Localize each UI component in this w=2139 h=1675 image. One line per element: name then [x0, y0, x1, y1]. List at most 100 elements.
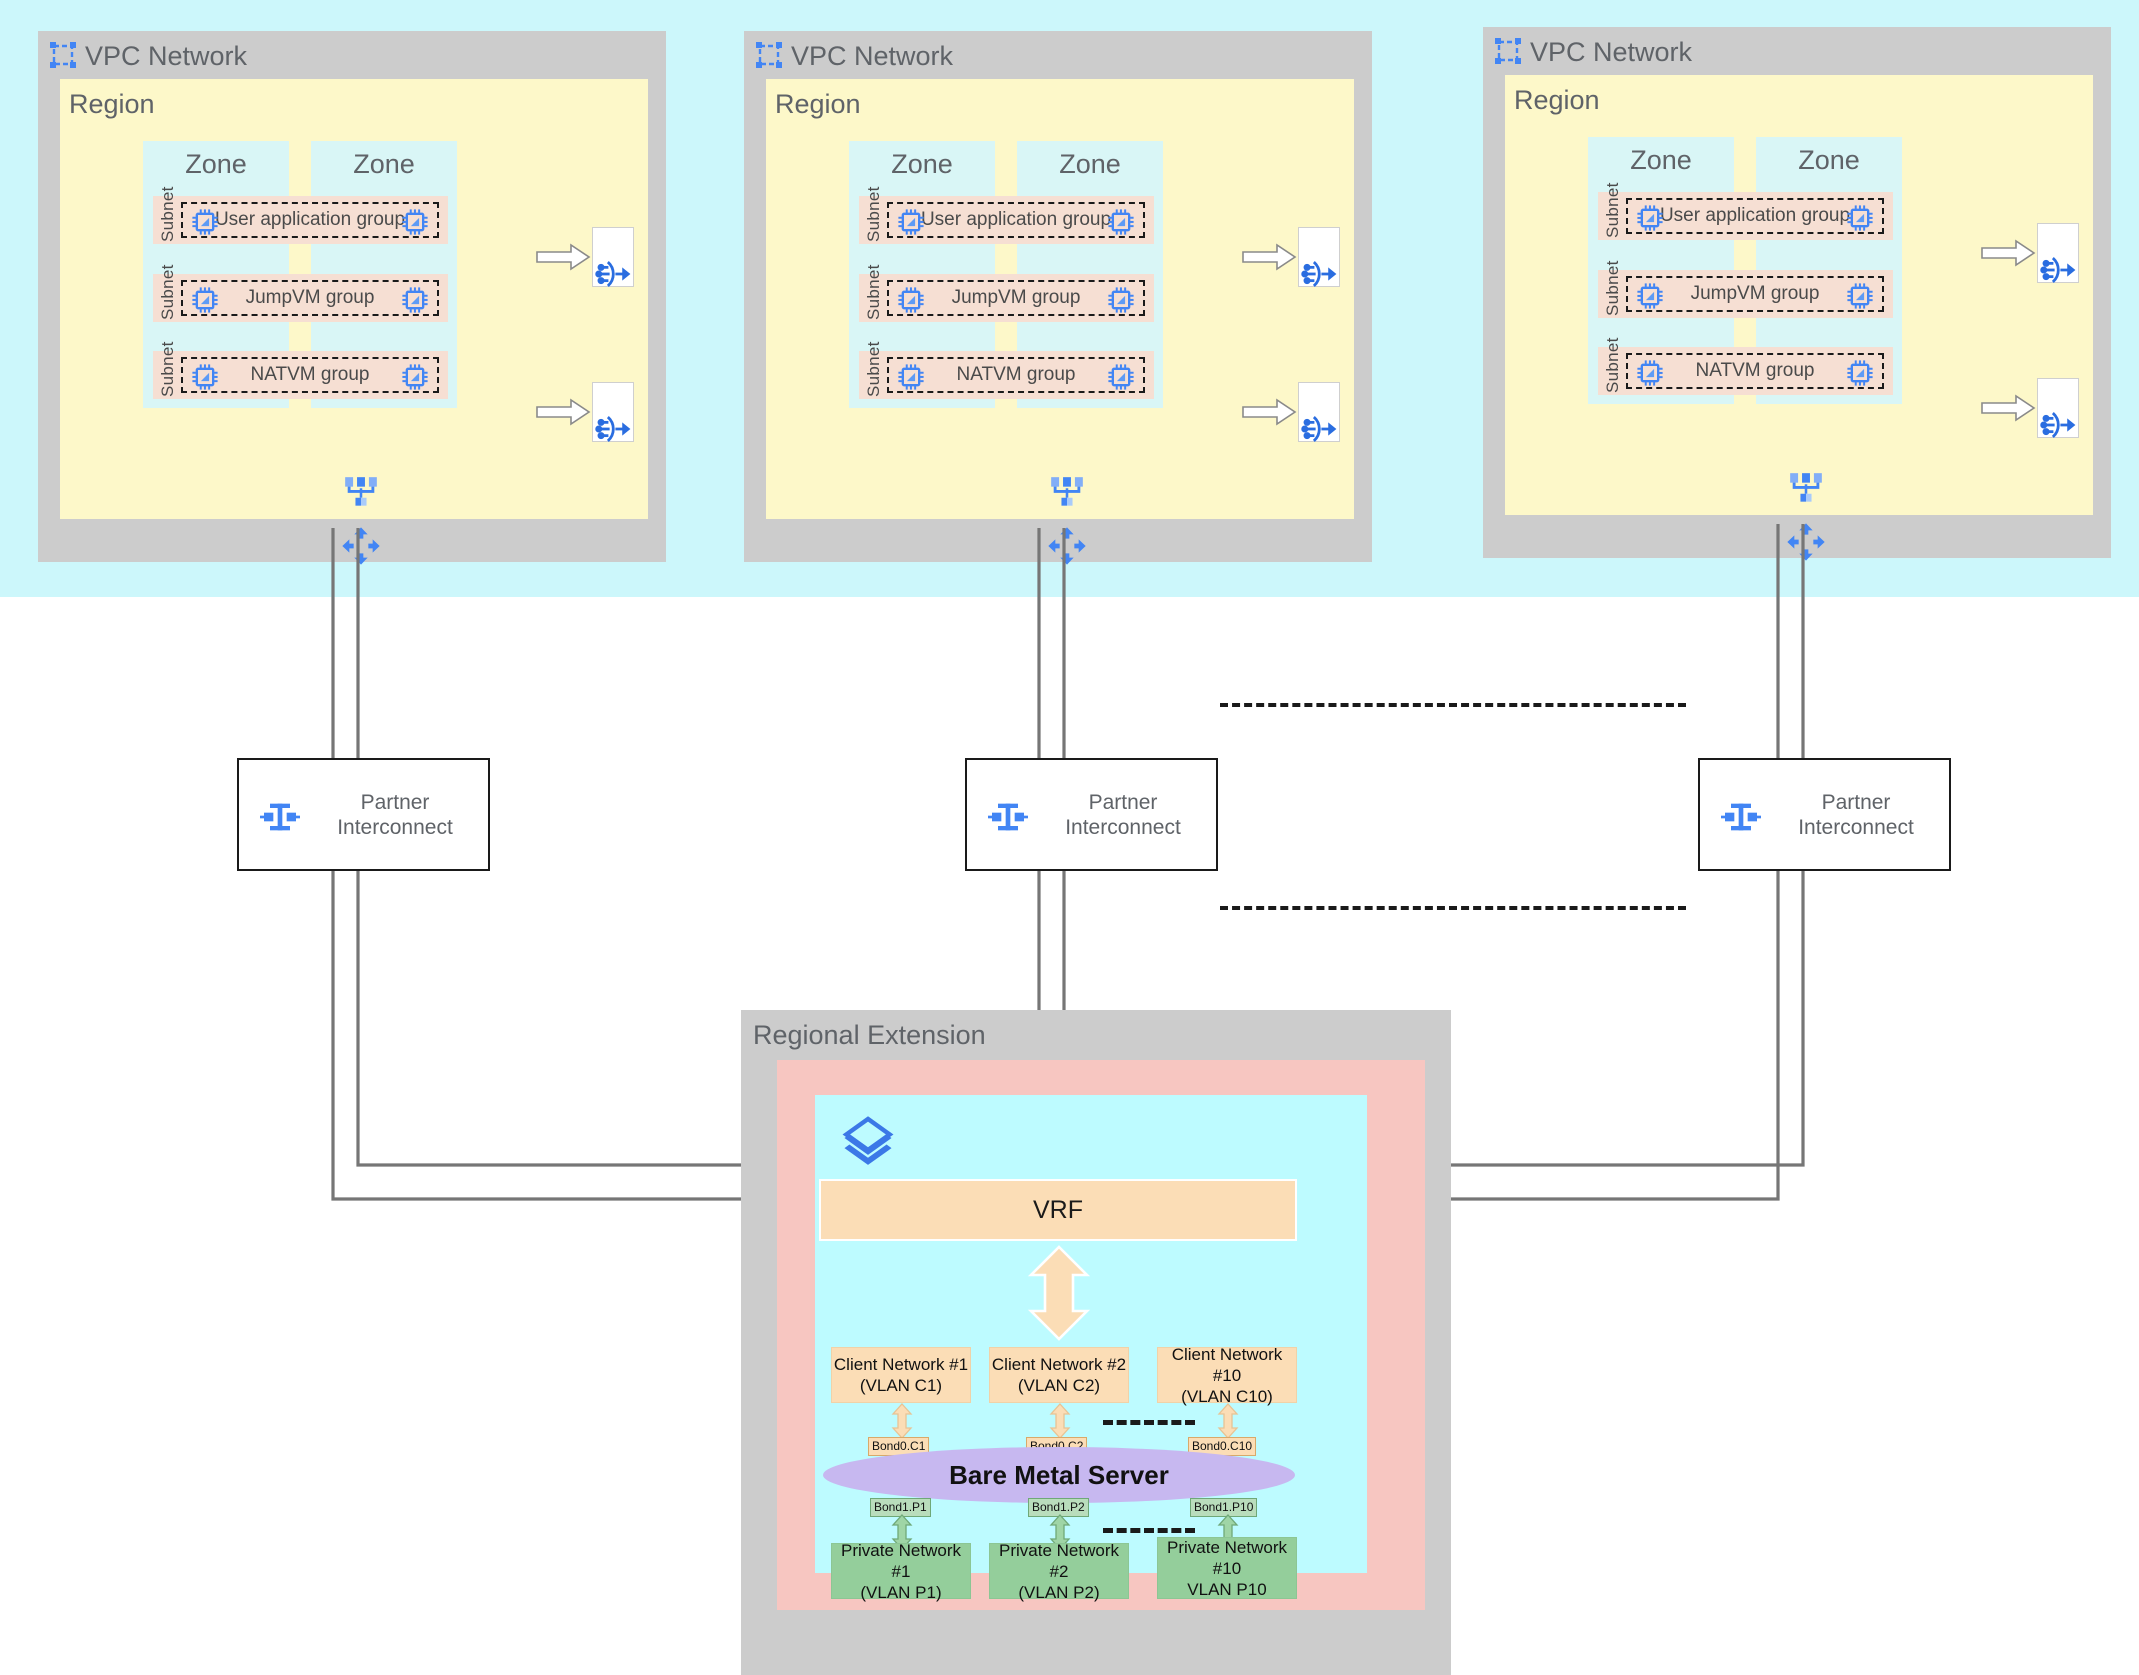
zone-label-1a: Zone: [185, 149, 247, 179]
instance-group-3-0: User application group: [1626, 198, 1884, 234]
partner-interconnect-1[interactable]: Partner Interconnect: [237, 758, 490, 871]
region-label-3: Region: [1514, 85, 1600, 115]
vpc-title-2: VPC Network: [791, 41, 954, 71]
subnet-row-1-2: Subnet NATVM group: [153, 341, 448, 399]
nat-arrow-1-0: [536, 243, 591, 271]
pi-label-line1: Partner: [1088, 791, 1158, 814]
partner-interconnect-2[interactable]: Partner Interconnect: [965, 758, 1218, 871]
zone-label-3b: Zone: [1798, 145, 1860, 175]
pi-label-line2: Interconnect: [1065, 816, 1181, 839]
client-network-1: Client Network #1 (VLAN C1): [831, 1347, 971, 1403]
ellipsis-line-bottom: [1220, 906, 1686, 910]
partner-interconnect-icon: [259, 797, 301, 837]
region-box-2: Region Zone Zone Subnet User application…: [766, 79, 1354, 565]
group-label-1-0: User application group: [214, 209, 406, 230]
regional-extension-inner-cyan: VRF Client Network #1 (VLAN C1) Client N…: [815, 1095, 1367, 1602]
vrf-box: VRF: [819, 1179, 1297, 1241]
private-network-10-line1: Private Network: [1167, 1537, 1287, 1557]
subnet-row-1-0: Subnet User application group: [153, 186, 448, 244]
nat-arrow-3-2: [1981, 394, 2036, 422]
private-network-10: Private Network #10 VLAN P10: [1157, 1537, 1297, 1599]
private-network-10-line2: #10: [1212, 1558, 1242, 1578]
zone-label-3a: Zone: [1630, 145, 1692, 175]
vpc-title-1: VPC Network: [85, 41, 248, 71]
partner-interconnect-icon: [1720, 797, 1762, 837]
vm-chip-icon: [191, 208, 219, 236]
vm-chip-icon: [1636, 204, 1664, 232]
pi-label-line1: Partner: [1821, 791, 1891, 814]
client-network-1-line1: Client Network #1: [833, 1355, 969, 1374]
group-label-3-1: JumpVM group: [1690, 283, 1820, 304]
vrf-to-client-arrow: [1027, 1245, 1091, 1341]
instance-group-3-1: JumpVM group: [1626, 276, 1884, 312]
instance-group-1-2: NATVM group: [181, 357, 439, 393]
group-label-3-0: User application group: [1659, 205, 1851, 226]
bond0-label-1: Bond0.C1: [868, 1437, 930, 1456]
bare-metal-server: Bare Metal Server: [823, 1447, 1295, 1503]
region-box-3: Region Zone Zone Subnet User application…: [1505, 75, 2093, 561]
client-bond-arrow-1: [891, 1403, 913, 1439]
vm-chip-icon: [1846, 282, 1874, 310]
cloud-router-icon: [341, 526, 381, 566]
subnet-tree-icon: [1787, 470, 1825, 508]
pi-label-line2: Interconnect: [1798, 816, 1914, 839]
vm-chip-icon: [1107, 286, 1135, 314]
private-network-1: Private Network #1 (VLAN P1): [831, 1540, 971, 1602]
zone-label-1b: Zone: [353, 149, 415, 179]
instance-group-2-0: User application group: [887, 202, 1145, 238]
partner-interconnect-label-1: Partner Interconnect: [305, 790, 485, 840]
cloud-nat-box-1-0: [592, 227, 634, 287]
vm-chip-icon: [897, 286, 925, 314]
vpc-network-2: VPC Network Region Zone Zone Subnet User…: [744, 31, 1372, 565]
vpc-network-3: VPC Network Region Zone Zone Subnet User…: [1483, 27, 2111, 561]
partner-interconnect-label-3: Partner Interconnect: [1766, 790, 1946, 840]
vm-chip-icon: [1846, 204, 1874, 232]
client-network-2-line1: Client Network #2: [991, 1355, 1127, 1374]
partner-interconnect-3[interactable]: Partner Interconnect: [1698, 758, 1951, 871]
private-network-1-line1: Private Network #1: [841, 1540, 961, 1581]
nat-arrow-2-0: [1242, 243, 1297, 271]
bond1-label-2: Bond1.P2: [1028, 1498, 1089, 1517]
partner-interconnect-label-2: Partner Interconnect: [1033, 790, 1213, 840]
group-label-3-2: NATVM group: [1695, 360, 1815, 381]
layers-icon: [837, 1113, 899, 1175]
vm-chip-icon: [1636, 359, 1664, 387]
subnet-row-3-0: Subnet User application group: [1598, 182, 1893, 240]
vm-chip-icon: [897, 363, 925, 391]
subnet-row-2-1: Subnet JumpVM group: [859, 264, 1154, 322]
regional-extension: Regional Extension VRF Client Network #1: [741, 1010, 1451, 1675]
cloud-nat-box-3-2: [2037, 378, 2079, 438]
region-label-2: Region: [775, 89, 861, 119]
client-ellipsis: [1103, 1420, 1195, 1425]
bond1-label-10: Bond1.P10: [1190, 1498, 1258, 1517]
private-network-2: Private Network #2 (VLAN P2): [989, 1541, 1129, 1602]
instance-group-3-2: NATVM group: [1626, 353, 1884, 389]
vm-chip-icon: [191, 363, 219, 391]
subnet-row-2-0: Subnet User application group: [859, 186, 1154, 244]
zone-label-2a: Zone: [891, 149, 953, 179]
region-label-1: Region: [69, 89, 155, 119]
cloud-nat-box-3-0: [2037, 223, 2079, 283]
vpc-network-icon: [48, 40, 78, 70]
vm-chip-icon: [897, 208, 925, 236]
client-network-2: Client Network #2 (VLAN C2): [989, 1347, 1129, 1403]
cloud-nat-box-1-2: [592, 382, 634, 442]
cloud-router-icon: [1047, 526, 1087, 566]
client-network-2-line2: (VLAN C2): [1017, 1376, 1101, 1395]
vm-chip-icon: [191, 286, 219, 314]
client-network-10-line2: (VLAN C10): [1181, 1386, 1273, 1406]
private-network-10-line3: VLAN P10: [1187, 1579, 1267, 1599]
client-bond-arrow-10: [1217, 1403, 1239, 1439]
instance-group-2-1: JumpVM group: [887, 280, 1145, 316]
private-network-1-line2: (VLAN P1): [860, 1582, 942, 1602]
vpc-network-1: VPC Network Region Zone Zone Subnet User…: [38, 31, 666, 565]
vm-chip-icon: [1636, 282, 1664, 310]
subnet-tree-icon: [1048, 474, 1086, 512]
nat-arrow-3-0: [1981, 239, 2036, 267]
vm-chip-icon: [401, 208, 429, 236]
pi-label-line1: Partner: [360, 791, 430, 814]
group-label-2-1: JumpVM group: [951, 287, 1081, 308]
nat-arrow-1-2: [536, 398, 591, 426]
zone-label-2b: Zone: [1059, 149, 1121, 179]
instance-group-1-1: JumpVM group: [181, 280, 439, 316]
